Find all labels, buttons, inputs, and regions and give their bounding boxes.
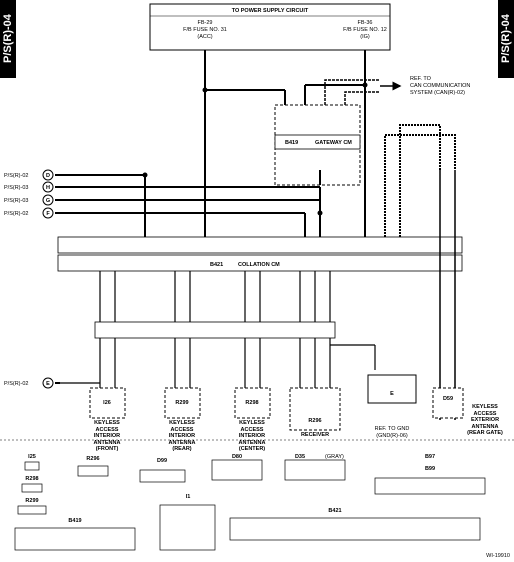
svg-text:I25: I25: [28, 454, 36, 460]
svg-text:B97: B97: [425, 454, 435, 460]
fuse-right-1: FB-36: [358, 20, 373, 26]
svg-text:R296: R296: [308, 418, 321, 424]
svg-text:B421: B421: [328, 508, 341, 514]
inline-connector-band: [94, 321, 336, 339]
svg-text:D80: D80: [232, 454, 242, 460]
fuse-left-2: F/B FUSE NO. 31: [183, 27, 227, 33]
collation-name: COLLATION CM: [238, 262, 280, 268]
power-feed-wires: [204, 50, 366, 237]
svg-text:E: E: [46, 381, 50, 387]
gateway-cm: B419 GATEWAY CM: [274, 104, 361, 186]
antenna-conn-labels: I26 R299 R298 R296 D59: [103, 396, 453, 424]
svg-text:REF. TO GND: REF. TO GND: [375, 426, 410, 432]
power-supply-box: TO POWER SUPPLY CIRCUIT FB-29 F/B FUSE N…: [149, 3, 391, 51]
svg-text:P/S(R)-02: P/S(R)-02: [4, 173, 28, 179]
svg-text:R298: R298: [245, 400, 258, 406]
fuse-left-3: (ACC): [197, 34, 212, 40]
svg-text:R299: R299: [175, 400, 188, 406]
collation-cm: B421 COLLATION CM: [57, 236, 463, 272]
rear-gate-pair: [384, 124, 456, 420]
svg-text:E: E: [390, 391, 394, 397]
can-ref-3: SYSTEM (CAN(R)-02): [410, 90, 465, 96]
svg-text:D99: D99: [157, 458, 167, 464]
svg-text:P/S(R)-02: P/S(R)-02: [4, 211, 28, 217]
receiver-label: RECEIVER: [300, 432, 330, 438]
gateway-name: GATEWAY CM: [315, 140, 352, 146]
can-bus-wires: [324, 79, 402, 105]
svg-text:D: D: [46, 173, 50, 179]
ground-ref: E REF. TO GND (GND(R)-06): [367, 374, 417, 439]
svg-text:R298: R298: [25, 476, 38, 482]
can-ref-1: REF. TO: [410, 76, 432, 82]
svg-text:B99: B99: [425, 466, 435, 472]
svg-text:R296: R296: [86, 456, 99, 462]
antenna-boxes: [89, 387, 464, 431]
connector-faces: [14, 459, 486, 551]
signal-lines: [55, 170, 321, 384]
svg-text:I1: I1: [186, 494, 191, 500]
gateway-connector: B419: [285, 140, 298, 146]
svg-text:R299: R299: [25, 498, 38, 504]
fuse-right-3: (IG): [360, 34, 370, 40]
svg-text:F: F: [46, 211, 50, 217]
svg-text:P/S(R)-02: P/S(R)-02: [4, 381, 28, 387]
svg-text:D35: D35: [295, 454, 305, 460]
can-ref-2: CAN COMMUNICATION: [410, 83, 470, 89]
svg-text:H: H: [46, 185, 50, 191]
svg-text:I26: I26: [103, 400, 111, 406]
collation-connector: B421: [210, 262, 223, 268]
fuse-left-1: FB-29: [198, 20, 213, 26]
svg-text:P/S(R)-03: P/S(R)-03: [4, 185, 28, 191]
fuse-right-2: F/B FUSE NO. 12: [343, 27, 387, 33]
svg-text:(GRAY): (GRAY): [325, 454, 344, 460]
svg-text:P/S(R)-03: P/S(R)-03: [4, 198, 28, 204]
figure-id: WI-19910: [486, 553, 510, 559]
power-supply-title: TO POWER SUPPLY CIRCUIT: [232, 8, 309, 14]
bottom-connector-labels: I25 R298 R299 R296 D99 D80 D35 (GRAY) B9…: [25, 454, 435, 524]
svg-text:B419: B419: [68, 518, 81, 524]
svg-text:D59: D59: [443, 396, 453, 402]
signal-refs: P/S(R)-02 P/S(R)-03 P/S(R)-03 P/S(R)-02 …: [4, 169, 54, 389]
svg-text:G: G: [46, 198, 50, 204]
svg-text:(GND(R)-06): (GND(R)-06): [376, 433, 408, 439]
